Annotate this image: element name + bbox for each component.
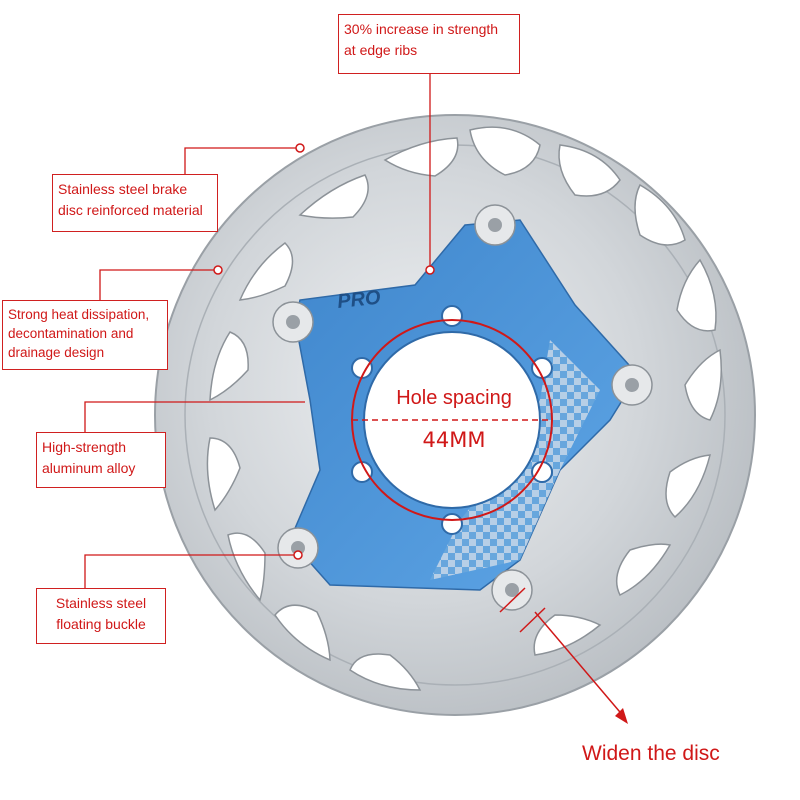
callout-edge-ribs-strength: 30% increase in strength at edge ribs [338, 14, 520, 74]
callout-text-line: Strong heat dissipation, [8, 307, 150, 322]
widen-arrow-head [615, 708, 628, 724]
hole-spacing-label: Hole spacing [396, 387, 512, 409]
callout-text-line: Stainless steel brake [58, 181, 188, 197]
callout-text-line: High-strength [42, 439, 127, 455]
leader-endpoints [213, 143, 435, 560]
hole-spacing-value: 44MM [422, 428, 486, 452]
floating-buckle-holes [286, 218, 639, 597]
callout-heat-dissipation: Strong heat dissipation, decontamination… [2, 300, 168, 370]
callout-text-line: 30% increase in strength [344, 21, 499, 37]
widen-tick-inner [499, 587, 526, 613]
callout-text-line: decontamination and [8, 326, 134, 341]
callout-leader-lines [84, 74, 431, 588]
callout-aluminum-alloy: High-strength aluminum alloy [36, 432, 166, 488]
callout-floating-buckle: Stainless steel floating buckle [36, 588, 166, 644]
callout-text-line: aluminum alloy [42, 460, 136, 476]
widen-tick-outer [519, 607, 546, 633]
callout-text-line: disc reinforced material [58, 202, 203, 218]
widen-arrow-line [534, 611, 626, 719]
callout-text-line: floating buckle [56, 616, 146, 632]
callout-text-line: drainage design [8, 345, 105, 360]
spider-logo: PRO [336, 287, 382, 313]
callout-reinforced-material: Stainless steel brake disc reinforced ma… [52, 174, 218, 232]
widen-disc-label: Widen the disc [582, 742, 720, 765]
callout-text-line: at edge ribs [344, 42, 418, 58]
disc-vent-slots [206, 126, 722, 691]
callout-text-line: Stainless steel [55, 595, 147, 611]
